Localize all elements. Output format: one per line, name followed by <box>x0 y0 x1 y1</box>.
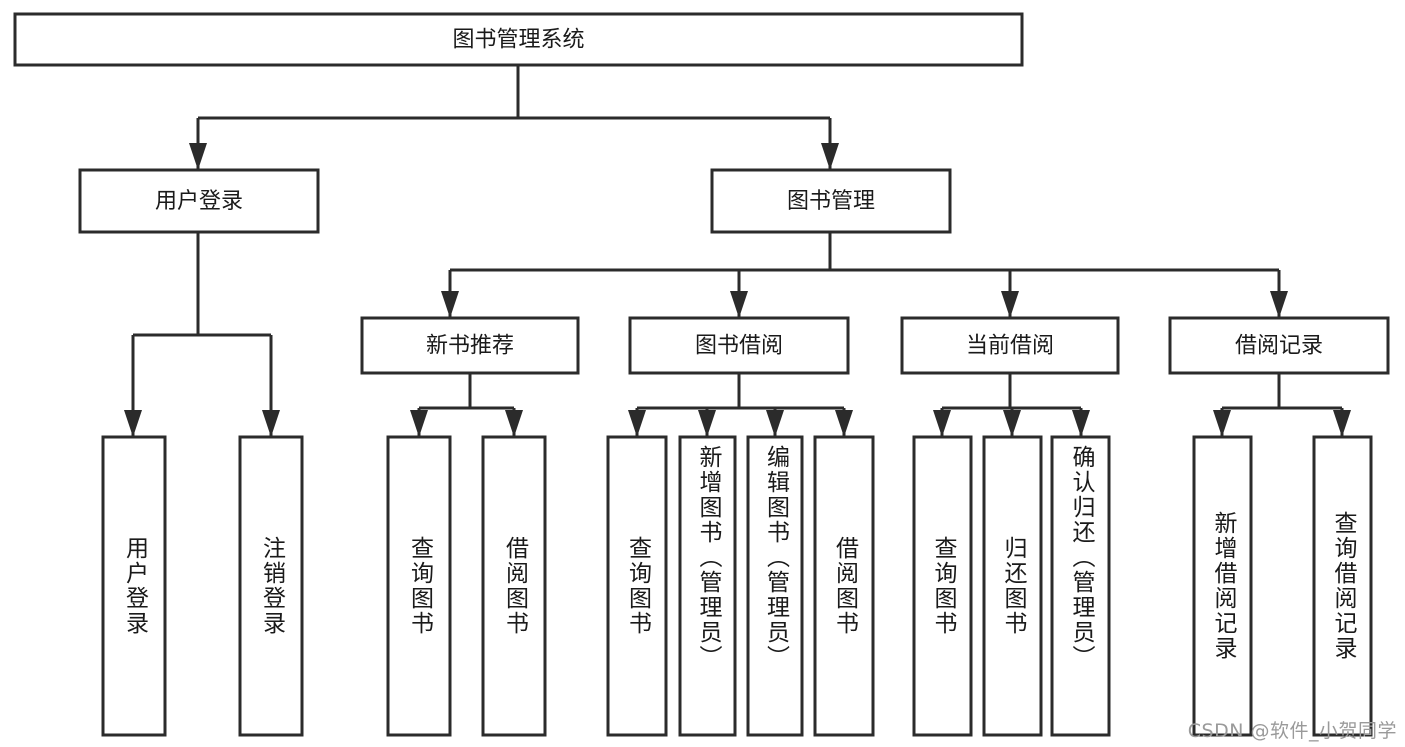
edges-layer <box>124 65 1351 437</box>
node-label-current-borrow: 当前借阅 <box>966 334 1054 359</box>
boxes-layer <box>13 12 1390 737</box>
node-label-user-login: 用户登录 <box>155 189 243 214</box>
node-box-leaf-confirm-return[interactable] <box>1050 435 1111 737</box>
node-box-leaf-query-book-cur[interactable] <box>912 435 973 737</box>
arrow-head-edge-bookmanage-bus-0 <box>441 291 459 318</box>
arrow-head-edge-userlogin-bus-0 <box>124 410 142 437</box>
arrow-head-edge-bookmanage-bus-3 <box>1270 291 1288 318</box>
node-label-borrow-record: 借阅记录 <box>1235 334 1323 359</box>
node-box-leaf-borrow-book-rec[interactable] <box>481 435 547 737</box>
arrow-head-edge-newbook-bus-0 <box>410 410 428 437</box>
csdn-watermark: CSDN @软件_小贺同学 <box>1187 720 1397 742</box>
arrow-head-edge-current-bus-1 <box>1003 410 1021 437</box>
arrow-head-edge-root-bus-0 <box>189 143 207 170</box>
arrow-head-edge-newbook-bus-1 <box>505 410 523 437</box>
arrow-head-edge-borrow-bus-2 <box>766 410 784 437</box>
node-box-leaf-borrow-book[interactable] <box>813 435 875 737</box>
node-box-leaf-return-book[interactable] <box>982 435 1043 737</box>
node-box-leaf-query-record[interactable] <box>1312 435 1373 737</box>
arrow-head-edge-borrow-bus-1 <box>698 410 716 437</box>
node-box-root[interactable] <box>13 12 1024 67</box>
arrow-head-edge-bookmanage-bus-1 <box>730 291 748 318</box>
node-box-new-book-rec[interactable] <box>360 316 580 375</box>
arrow-head-edge-borrow-bus-3 <box>835 410 853 437</box>
arrow-head-edge-bookmanage-bus-2 <box>1001 291 1019 318</box>
arrow-head-edge-current-bus-0 <box>933 410 951 437</box>
node-label-new-book-rec: 新书推荐 <box>426 334 514 359</box>
node-label-book-manage: 图书管理 <box>787 189 875 214</box>
arrow-head-edge-root-bus-1 <box>821 143 839 170</box>
node-box-leaf-add-book[interactable] <box>678 435 737 737</box>
arrow-head-edge-record-bus-1 <box>1333 410 1351 437</box>
node-box-leaf-add-record[interactable] <box>1192 435 1253 737</box>
node-box-leaf-query-book-rec[interactable] <box>386 435 452 737</box>
node-box-leaf-query-book[interactable] <box>606 435 668 737</box>
arrow-head-edge-record-bus-0 <box>1213 410 1231 437</box>
arrow-head-edge-userlogin-bus-1 <box>262 410 280 437</box>
node-box-user-login[interactable] <box>78 168 320 234</box>
node-box-book-borrow[interactable] <box>628 316 850 375</box>
node-box-leaf-edit-book[interactable] <box>746 435 804 737</box>
arrow-head-edge-borrow-bus-0 <box>628 410 646 437</box>
node-box-borrow-record[interactable] <box>1168 316 1390 375</box>
node-label-book-borrow: 图书借阅 <box>695 334 783 359</box>
node-box-leaf-user-login[interactable] <box>101 435 167 737</box>
node-label-root: 图书管理系统 <box>452 28 584 53</box>
node-box-book-manage[interactable] <box>710 168 952 234</box>
arrow-head-edge-current-bus-2 <box>1072 410 1090 437</box>
node-box-leaf-logout[interactable] <box>238 435 304 737</box>
node-box-current-borrow[interactable] <box>900 316 1120 375</box>
